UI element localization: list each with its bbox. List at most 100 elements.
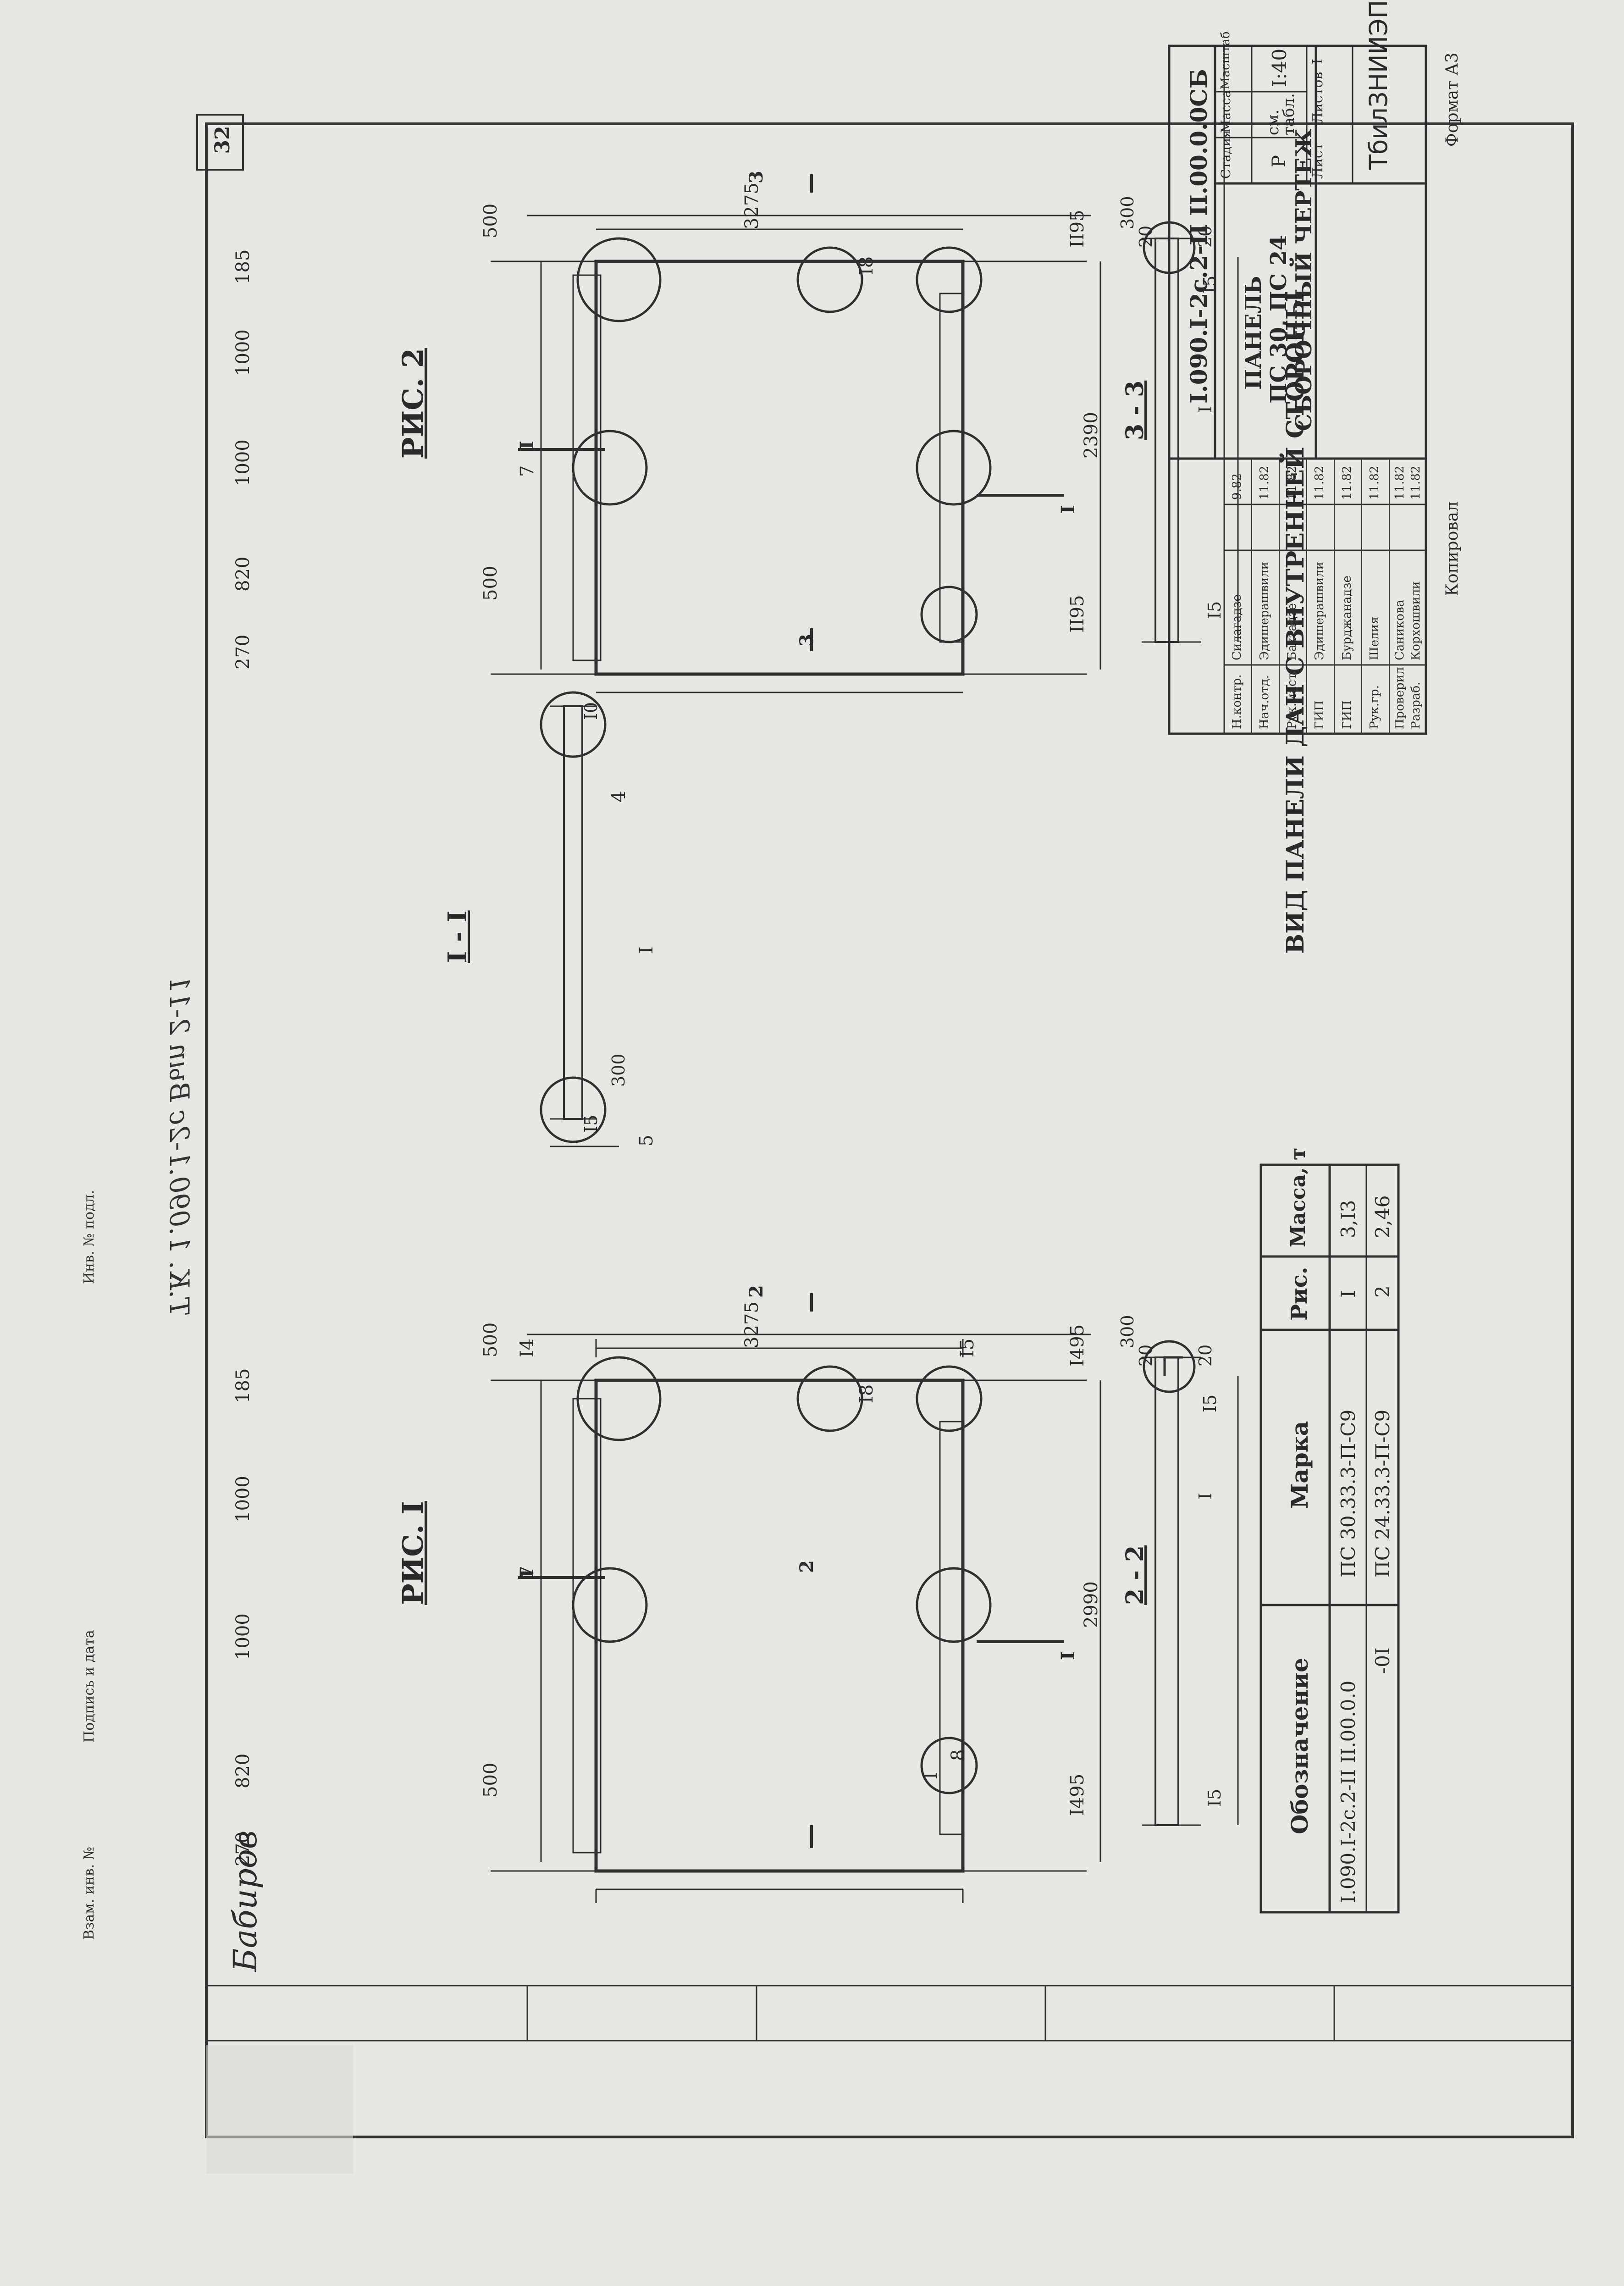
- spec-header-fig: Рис.: [1287, 1267, 1312, 1321]
- spec-row2-fig: 2: [1371, 1285, 1394, 1298]
- fig1-section-mark: I: [1057, 1651, 1079, 1660]
- spec-row2-mass: 2,46: [1371, 1195, 1394, 1238]
- fig1-dim: 500: [480, 1322, 501, 1357]
- fig1-section-dim: 20: [1195, 1344, 1215, 1367]
- role-name: Силагадзе: [1230, 594, 1244, 660]
- fig2-dim: 3275: [741, 183, 762, 229]
- spec-row2-mark: ПС 24.33.3-П-С9: [1371, 1409, 1394, 1578]
- fig1-callout: I5: [957, 1338, 978, 1357]
- role-date: 9.82: [1230, 473, 1244, 500]
- spec-header-mark: Марка: [1286, 1421, 1313, 1509]
- fig1-dim: 820: [232, 1753, 254, 1788]
- role-name: Эдишерашвили: [1258, 562, 1271, 660]
- role-name: Саникова: [1393, 599, 1407, 660]
- fig2-dim: II95: [1067, 595, 1088, 633]
- fig2-dim: 1000: [232, 329, 254, 376]
- fig1-section-mark: 2: [746, 1285, 767, 1298]
- section-1-1-callout: 4: [608, 791, 630, 803]
- title-scale-header: Масштаб: [1219, 31, 1232, 89]
- role-name: Бурджанадзе: [1340, 576, 1354, 660]
- role-label: Н.контр.: [1230, 674, 1244, 729]
- title-name-line: ПАНЕЛЬ: [1241, 276, 1266, 390]
- spec-row1-designation: I.090.I-2с.2-II II.00.0.0: [1337, 1680, 1359, 1903]
- role-label: Нач.отд.: [1258, 675, 1271, 729]
- fig1-dim: I495: [1067, 1773, 1088, 1816]
- fig2-dim: 1000: [232, 439, 254, 486]
- fig1-title: РИС. I: [396, 1501, 430, 1605]
- copied-label: Копировал: [1443, 501, 1462, 596]
- role-date: 11.82: [1258, 465, 1271, 500]
- role-date: 11.82: [1313, 465, 1326, 500]
- spec-row1-mass: 3,I3: [1337, 1200, 1359, 1238]
- section-1-1-dim: I5: [581, 1114, 601, 1133]
- title-sheets-value: I: [1310, 59, 1326, 64]
- fig1-callout: 8: [948, 1749, 969, 1761]
- title-stage-header: Стадия: [1218, 129, 1233, 179]
- spec-row1-fig: I: [1337, 1290, 1359, 1298]
- title-mass-header: Масса: [1218, 90, 1233, 133]
- fig1-section-mark: 2: [796, 1560, 818, 1573]
- mirrored-stamp: Т.К. 1.090.1-2с Вып 2-11: [164, 975, 195, 1316]
- spec-row2-designation: -0I: [1371, 1647, 1394, 1674]
- fig1-panel: [491, 1293, 1101, 1903]
- section-1-1-callout: 5: [636, 1135, 657, 1146]
- fig1-callout: 7: [517, 1566, 538, 1578]
- fig1-section-dim: 300: [1117, 1315, 1138, 1348]
- fig2-dim: II95: [1067, 210, 1088, 248]
- role-label: Проверил: [1393, 667, 1407, 729]
- fig2-section-mark: I: [1057, 505, 1079, 514]
- title-organization: ТбилЗНИИЭП: [1364, 0, 1393, 170]
- spec-header-designation: Обозначение: [1286, 1657, 1313, 1834]
- role-label: ГИП: [1313, 700, 1326, 729]
- role-label: Рук.маст.: [1285, 669, 1299, 729]
- role-date: 11.82: [1409, 465, 1423, 500]
- fig1-section-2-2: [1142, 1340, 1239, 1826]
- section-1-1-title: I - I: [442, 910, 473, 963]
- role-name: Бахтадзе: [1285, 603, 1299, 660]
- fig2-section-title: 3 - 3: [1121, 380, 1149, 440]
- strip-label-inventory: Инв. № подл.: [81, 1190, 97, 1284]
- fig2-dim: 185: [232, 249, 254, 284]
- role-name: Эдишерашвили: [1313, 562, 1326, 660]
- fig2-dim: 270: [232, 634, 254, 670]
- spec-row1-mark: ПС 30.33.3-П-С9: [1337, 1409, 1359, 1578]
- title-sheets-label: Листов: [1310, 72, 1326, 124]
- fig2-section-mark: 3: [746, 171, 767, 183]
- section-1-1-callout: I: [636, 947, 657, 954]
- fig1-dim: 1000: [232, 1613, 254, 1660]
- title-block-grid: [1168, 44, 1427, 735]
- role-label: Разраб.: [1409, 681, 1423, 729]
- fig2-section-callout: I: [1195, 405, 1215, 413]
- format-label: Формат А3: [1443, 52, 1462, 147]
- handwritten-signature: Бабиров: [226, 1830, 264, 1972]
- fig1-section-title: 2 - 2: [1121, 1545, 1149, 1605]
- role-date: 11.82: [1368, 465, 1381, 500]
- fig2-section-mark: I: [516, 441, 538, 449]
- fig1-section-dim: I5: [1200, 1394, 1220, 1412]
- spec-header-mass: Масса, т: [1287, 1147, 1310, 1247]
- fig2-dim: 2390: [1081, 412, 1102, 459]
- title-name-line: ПС 30, ПС 24: [1266, 235, 1292, 404]
- fig2-section-base-dim: I5: [1204, 601, 1225, 619]
- rotated-drawing: РИС. I 270 820 1000 1000 185 500 500 I49…: [81, 0, 1490, 2064]
- section-1-1-dim: I0: [581, 702, 601, 720]
- title-stage: Р: [1269, 155, 1290, 167]
- fig2-section-dim: 300: [1117, 196, 1138, 229]
- title-mass: см. табл.: [1264, 93, 1298, 135]
- fig1-dim: I495: [1067, 1324, 1088, 1367]
- fig1-callout: I: [920, 1772, 941, 1779]
- fig1-section-base-dim: I5: [1204, 1788, 1225, 1807]
- fig2-callout: 7: [517, 465, 538, 477]
- section-1-1: [540, 691, 619, 1147]
- title-doc-code: I.090.I-2с.2-II II.00.0.0СБ: [1185, 69, 1212, 404]
- title-scale: I:40: [1268, 48, 1291, 87]
- fig2-dim: 500: [480, 565, 501, 601]
- fig2-dim: 500: [480, 203, 501, 238]
- drawing-linework: [491, 44, 1427, 1914]
- strip-label-replace: Взам. инв. №: [81, 1846, 97, 1940]
- role-label: Рук.гр.: [1368, 685, 1381, 729]
- role-date: 11.82: [1340, 465, 1354, 500]
- fig1-section-dim: 20: [1136, 1344, 1156, 1367]
